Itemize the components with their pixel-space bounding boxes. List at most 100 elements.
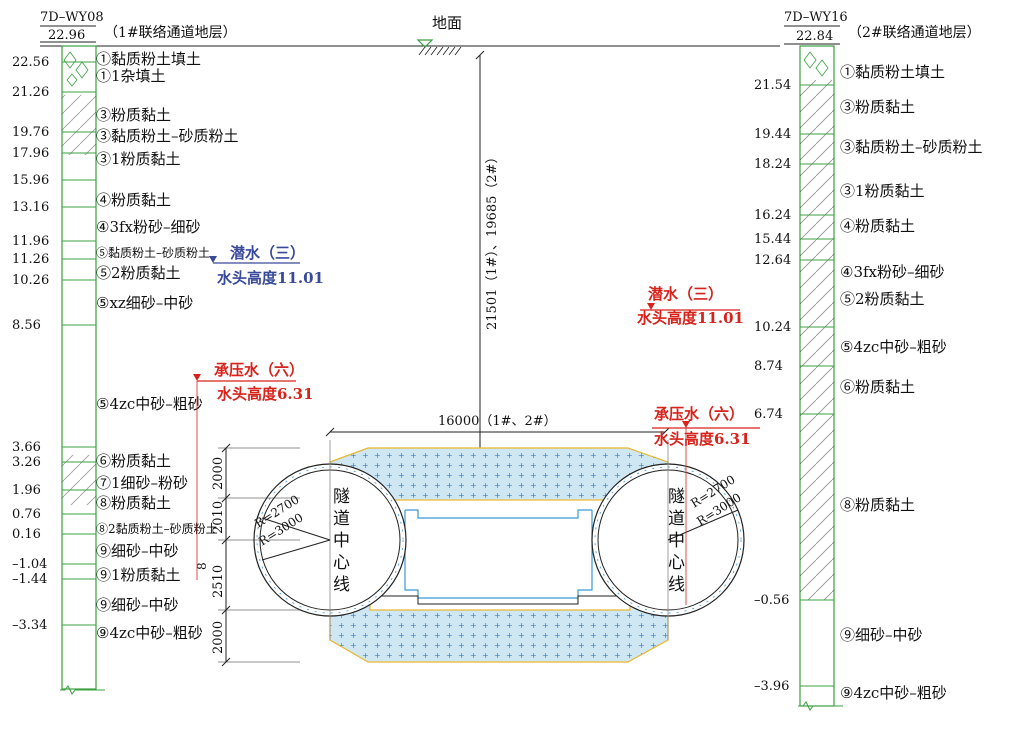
- dim-2510: 2510: [211, 565, 226, 598]
- right-elevation: 6.74: [754, 407, 783, 422]
- left-elevation: 0.16: [12, 527, 41, 542]
- left-caption: （1#联络通道地层）: [104, 25, 237, 41]
- right-borehole-id: 7D–WY16: [784, 10, 848, 25]
- left-elevation: 17.96: [12, 146, 49, 161]
- left-layer-label: ⑤4zc中砂–粗砂: [96, 395, 203, 413]
- right-layer-label: ③黏质粉土–砂质粉土: [840, 138, 983, 156]
- left-layer-label: ⑤黏质粉土–砂质粉土: [96, 246, 210, 260]
- left-elevation: 3.26: [12, 455, 41, 470]
- right-elevation: 10.24: [754, 320, 791, 335]
- left-top-elev: 22.96: [48, 28, 85, 43]
- center-line-char: 心: [333, 553, 350, 573]
- right-elevation: 19.44: [754, 127, 791, 142]
- connecting-passage: [369, 499, 631, 611]
- right-elevation: 12.64: [754, 253, 791, 268]
- dim-2000-bottom: 2000: [211, 621, 226, 654]
- left-layer-label: ⑨细砂–中砂: [96, 542, 179, 560]
- right-elevation: –0.56: [754, 593, 789, 608]
- left-tunnel: [253, 440, 407, 640]
- right-layer-label: ③1粉质黏土: [840, 182, 925, 200]
- left-layer-label: ⑧粉质黏土: [96, 494, 171, 512]
- right-layer-label: ⑤2粉质黏土: [840, 290, 925, 308]
- right-layer-label: ⑧粉质黏土: [840, 496, 915, 514]
- left-layer-label: ⑦1细砂–粉砂: [96, 474, 188, 492]
- right-phreatic-title: 潜水（三）: [648, 285, 723, 303]
- left-layer-label: ⑥粉质黏土: [96, 452, 171, 470]
- left-elevation: –1.44: [12, 572, 47, 587]
- left-elevation: 22.56: [12, 55, 49, 70]
- left-elevation: 11.96: [12, 234, 49, 249]
- depth-dimension: 21501（1#）、19685（2#）: [475, 50, 500, 503]
- right-confined-title: 承压水（六）: [654, 405, 744, 423]
- right-caption: （2#联络通道地层）: [848, 25, 981, 41]
- left-elevation: 13.16: [12, 200, 49, 215]
- left-elevation: 0.76: [12, 507, 41, 522]
- right-confined-head: 水头高度6.31: [654, 430, 751, 448]
- left-confined-water: [193, 374, 296, 580]
- left-elevation: 1.96: [12, 483, 41, 498]
- ground-label: 地面: [432, 14, 462, 32]
- right-elevation: 8.74: [754, 359, 783, 374]
- right-elevation: 21.54: [754, 78, 791, 93]
- left-elevation: 3.66: [12, 440, 41, 455]
- center-line-char: 线: [333, 575, 350, 595]
- vertical-dimension-chain: [218, 443, 300, 667]
- left-confined-head: 水头高度6.31: [217, 385, 314, 403]
- center-line-char: 道: [333, 509, 350, 529]
- right-layer-label: ⑤4zc中砂–粗砂: [840, 338, 947, 356]
- right-tunnel: [591, 440, 745, 640]
- center-line-char: 心: [668, 553, 685, 573]
- right-layer-label: ①黏质粉土填土: [840, 63, 945, 81]
- left-phreatic-title: 潜水（三）: [230, 244, 305, 262]
- left-elevations: 22.56 21.26 19.76 17.96 15.96 13.16 11.96 11.26…: [12, 55, 96, 633]
- left-elevation: 10.26: [12, 273, 49, 288]
- left-layer-label: ④粉质黏土: [96, 191, 171, 209]
- left-layer-label: ③1粉质黏土: [96, 150, 181, 168]
- ground-surface: 地面: [40, 14, 780, 56]
- center-line-char: 中: [333, 531, 350, 551]
- left-phreatic-head: 水头高度11.01: [217, 269, 324, 287]
- center-line-char: 中: [668, 531, 685, 551]
- right-elevations: 21.54 19.44 18.24 16.24 15.44 12.64 10.24 8.74 6…: [754, 78, 834, 694]
- left-layer-label: ③黏质粉土–砂质粉土: [96, 127, 239, 145]
- left-layer-label: ④3fx粉砂–细砂: [96, 218, 201, 236]
- left-layer-label: ⑧2黏质粉土–砂质粉土: [96, 522, 218, 536]
- left-layer-label: ⑤2粉质黏土: [96, 264, 181, 282]
- right-layer-label: ③粉质黏土: [840, 98, 915, 116]
- left-elevation: –3.34: [12, 618, 47, 633]
- right-elevation: –3.96: [754, 679, 789, 694]
- right-elevation: 15.44: [754, 232, 791, 247]
- left-elevation: 15.96: [12, 173, 49, 188]
- left-layer-label: ③粉质黏土: [96, 106, 171, 124]
- right-phreatic-head: 水头高度11.01: [637, 309, 744, 327]
- width-dimension: 16000（1#、2#）: [325, 414, 670, 437]
- width-dimension-label: 16000（1#、2#）: [438, 414, 557, 429]
- left-layer-label: ⑨1粉质黏土: [96, 566, 181, 584]
- left-elevation: 11.26: [12, 252, 49, 267]
- right-confined-water: [652, 421, 760, 605]
- left-phreatic-water: [209, 256, 300, 264]
- right-elevation: 16.24: [754, 208, 791, 223]
- left-confined-title: 承压水（六）: [214, 361, 304, 379]
- left-elevation: 19.76: [12, 125, 49, 140]
- center-line-char: 线: [668, 575, 685, 595]
- center-line-char: 道: [668, 509, 685, 529]
- center-line-char: 隧: [668, 487, 685, 507]
- right-layer-label: ⑨4zc中砂–粗砂: [840, 684, 947, 702]
- dim-2000-top: 2000: [211, 457, 226, 490]
- left-layer-label: ①1杂填土: [96, 67, 166, 85]
- right-top-elev: 22.84: [796, 29, 833, 44]
- left-borehole: [40, 25, 105, 695]
- left-elevation: 21.26: [12, 85, 49, 100]
- dim-2010: 2010: [211, 501, 226, 534]
- left-elevation: –1.04: [12, 557, 47, 572]
- left-elevation: 8.56: [12, 318, 41, 333]
- left-layer-label: ①黏质粉土填土: [96, 50, 201, 68]
- left-layer-label: ⑨细砂–中砂: [96, 596, 179, 614]
- right-layer-label: ④3fx粉砂–细砂: [840, 263, 945, 281]
- right-elevation: 18.24: [754, 157, 791, 172]
